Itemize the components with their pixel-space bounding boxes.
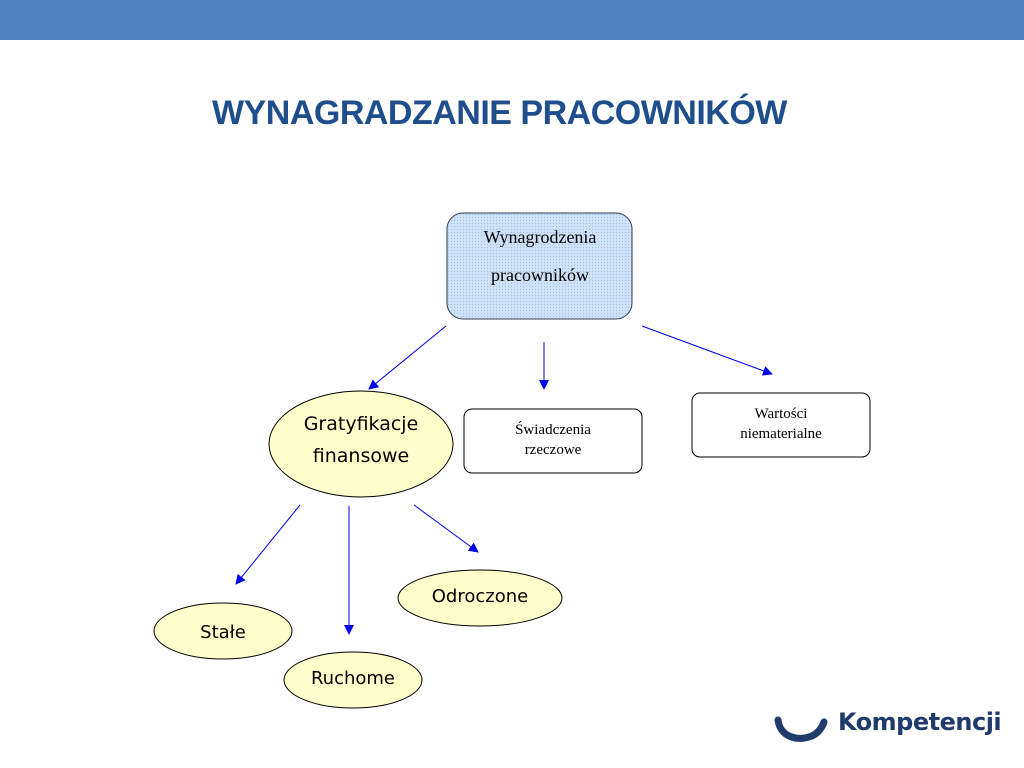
root-label-line2: pracowników [491, 265, 589, 285]
swiadczenia-label-line1: Świadczenia [515, 421, 591, 438]
swiadczenia-label-line2: rzeczowe [525, 442, 582, 458]
arrow-gratyfikacje-to-stale [235, 504, 301, 585]
ruchome-node: Ruchome [283, 651, 423, 709]
wartosci-label-line2: niematerialne [740, 426, 822, 442]
odroczone-node: Odroczone [397, 569, 563, 627]
logo-text: Kompetencji [838, 708, 1002, 736]
arrow-root-to-gratyfikacje [368, 325, 447, 390]
wartosci-label-line1: Wartości [755, 406, 808, 422]
wartosci-node: Wartości niematerialne [691, 392, 871, 458]
ruchome-label: Ruchome [311, 668, 395, 689]
gratyfikacje-label-line2: finansowe [313, 445, 409, 467]
logo-swoosh-icon [774, 716, 828, 742]
root-node: Wynagrodzenia pracowników [446, 212, 633, 320]
stale-label: Stałe [200, 622, 246, 643]
swiadczenia-node: Świadczenia rzeczowe [463, 408, 643, 474]
slide-title: WYNAGRADZANIE PRACOWNIKÓW [212, 94, 787, 132]
stale-node: Stałe [153, 602, 293, 660]
gratyfikacje-node: Gratyfikacje finansowe [268, 390, 454, 498]
arrow-gratyfikacje-to-odroczone [413, 504, 479, 553]
top-banner [0, 0, 1024, 40]
arrow-root-to-wartosci [641, 325, 773, 376]
root-label-line1: Wynagrodzenia [484, 227, 597, 247]
odroczone-label: Odroczone [432, 586, 528, 607]
kompetencji-logo: Kompetencji [772, 700, 1012, 750]
gratyfikacje-label-line1: Gratyfikacje [304, 413, 419, 435]
